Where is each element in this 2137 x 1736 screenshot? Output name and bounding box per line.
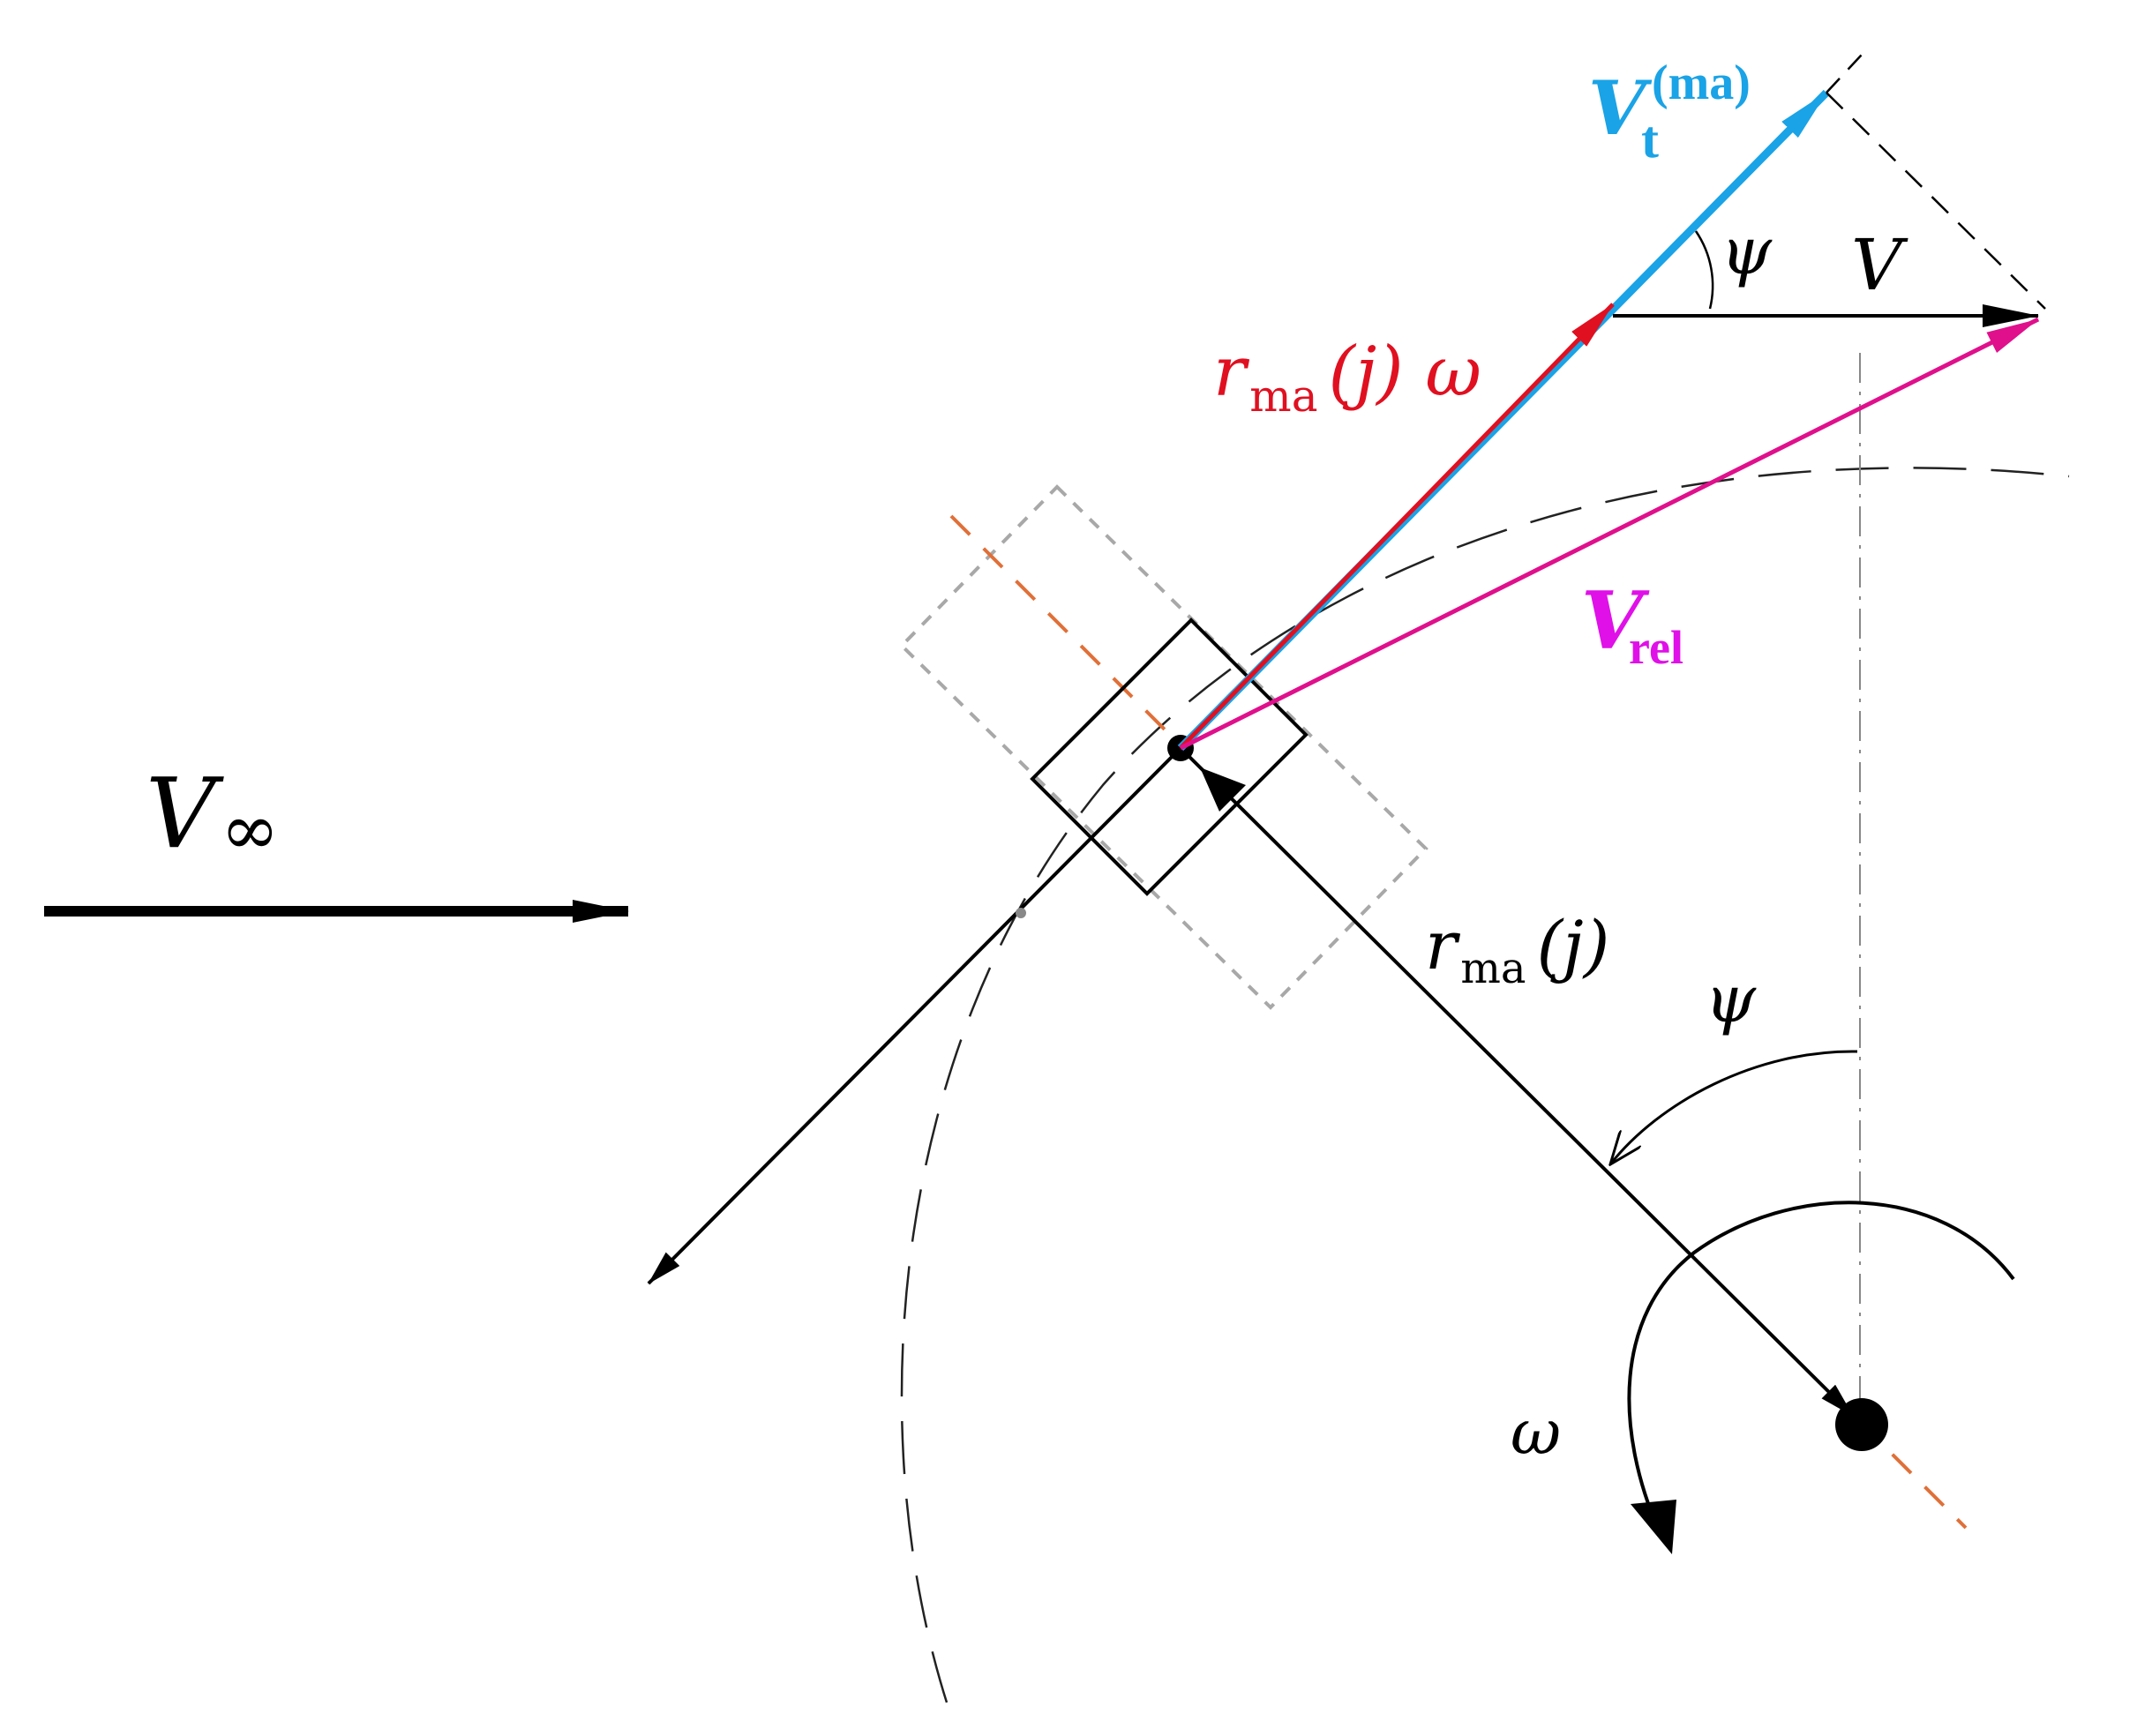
blade-outline	[899, 484, 1428, 1010]
relative-velocity-sub: rel	[1629, 621, 1683, 674]
arc-intersection-dot	[1016, 908, 1026, 918]
rotational-velocity-arrow	[1179, 303, 1615, 750]
radius-arrow	[1179, 746, 1855, 1418]
v-label: V	[1851, 224, 1908, 306]
hub-center-dot	[1835, 1398, 1888, 1451]
tangential-velocity-label: V	[1588, 64, 1653, 152]
trajectory-arc	[900, 467, 2070, 1703]
radius-label: r ma (j)	[1425, 906, 1609, 993]
psi-label-top: ψ	[1721, 213, 1773, 289]
omega-rotation-arc	[1627, 1201, 2015, 1531]
radius-inward-arrowhead	[1200, 767, 1246, 812]
blade-axis-dashed-upper	[949, 514, 1171, 736]
psi-label-right: ψ	[1705, 962, 1757, 1037]
relative-velocity-label: V	[1581, 574, 1650, 668]
tangential-velocity-sup: (ma)	[1652, 56, 1751, 110]
psi-arc-top	[1694, 230, 1714, 310]
omega-arrowhead	[1631, 1500, 1676, 1554]
psi-arc-right	[1610, 1050, 1858, 1164]
blade-section-square	[1030, 617, 1308, 896]
omega-label: ω	[1511, 1396, 1561, 1469]
rotational-velocity-label: r ma (j) ω	[1213, 333, 1481, 422]
parallelogram-dashed-upper	[1826, 54, 1863, 94]
radial-outward-arrow	[647, 746, 1182, 1285]
relative-velocity-arrow	[1179, 317, 2040, 751]
freestream-label-sub: ∞	[221, 789, 280, 871]
tangential-velocity-sub: t	[1641, 110, 1659, 168]
freestream-label: V	[146, 757, 224, 870]
parallelogram-dashed-side	[1826, 92, 2046, 310]
